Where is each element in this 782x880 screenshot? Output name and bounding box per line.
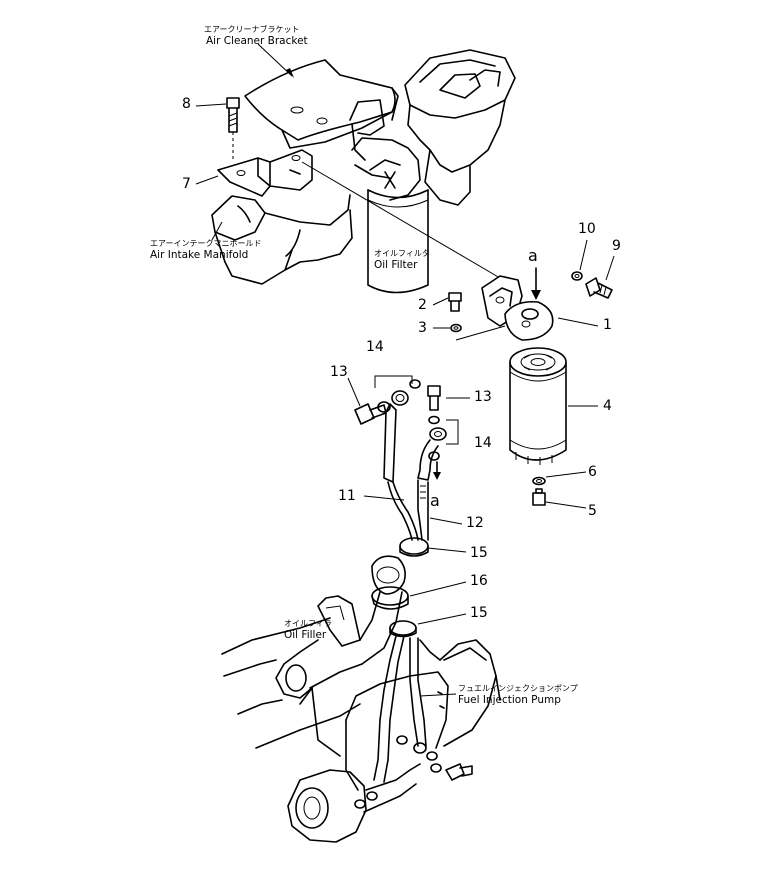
callout-9: 9 [612, 238, 621, 254]
washer-10 [571, 271, 583, 281]
callout-4: 4 [603, 398, 612, 414]
bracket-7 [217, 149, 313, 197]
engine-block-lower [221, 617, 501, 757]
callout-14-lower: 14 [474, 435, 492, 451]
bolt-2 [448, 292, 462, 312]
callout-16: 16 [470, 573, 488, 589]
callout-15-upper: 15 [470, 545, 488, 561]
oil-filter-engine [351, 137, 429, 294]
washer-6 [532, 476, 546, 486]
callout-13-left: 13 [330, 364, 348, 380]
oil-filter-label-en: Oil Filter [374, 259, 418, 271]
callout-3: 3 [418, 320, 427, 336]
hose-lower-left [373, 635, 397, 781]
callout-6: 6 [588, 464, 597, 480]
oil-filter-label-jp: オイルフィルタ [374, 249, 430, 258]
callout-11: 11 [338, 488, 356, 504]
bolt-13-right [427, 385, 441, 425]
clamp-15-lower [389, 620, 417, 638]
air-intake-manifold-label-en: Air Intake Manifold [150, 249, 249, 261]
reference-a-top: a [528, 246, 538, 265]
reference-a-bottom: a [430, 491, 440, 510]
clamp-16 [371, 586, 409, 610]
air-intake-manifold [211, 194, 353, 285]
fuel-injection-pump-label-jp: フュエルインジェクションポンプ [458, 684, 578, 693]
fuel-injection-pump-label-en: Fuel Injection Pump [458, 694, 561, 706]
hose-11 [383, 403, 419, 541]
callout-14-upper: 14 [366, 339, 384, 355]
clamp-15-upper [399, 537, 429, 557]
callout-12: 12 [466, 515, 484, 531]
banjo-fitting-left [354, 379, 421, 425]
callout-15-lower: 15 [470, 605, 488, 621]
air-cleaner-bracket-label-jp: エアークリーナブラケット [204, 25, 300, 34]
callout-8: 8 [182, 96, 191, 112]
oil-filler [275, 555, 406, 705]
air-cleaner-bracket-label-en: Air Cleaner Bracket [206, 35, 308, 47]
washer-3 [450, 323, 462, 333]
assembly-line [301, 161, 501, 279]
hose-12 [417, 439, 439, 541]
air-intake-manifold-label-jp: エアーインテークマニホールド [150, 239, 262, 248]
bracket-14b [446, 419, 459, 445]
oil-filler-label-jp: オイルフィラ [284, 619, 332, 628]
plug-5 [532, 488, 546, 506]
callout-13-right: 13 [474, 389, 492, 405]
bolt-8 [226, 97, 240, 160]
callout-10: 10 [578, 221, 596, 237]
fuel-injection-pump [287, 671, 473, 843]
oil-filter-cartridge-4 [509, 347, 567, 465]
filter-head-1 [455, 275, 554, 341]
arrow-a-bottom-head [433, 472, 441, 480]
exhaust-manifold [404, 49, 516, 206]
callout-1: 1 [603, 317, 612, 333]
bracket-14a [374, 375, 413, 388]
bolt-9 [585, 277, 613, 299]
callout-7: 7 [182, 176, 191, 192]
callout-5: 5 [588, 503, 597, 519]
air-cleaner-bracket [244, 59, 399, 161]
arrow-a-top-head [531, 290, 541, 300]
oil-filler-label-en: Oil Filler [284, 629, 327, 641]
callout-2: 2 [418, 297, 427, 313]
